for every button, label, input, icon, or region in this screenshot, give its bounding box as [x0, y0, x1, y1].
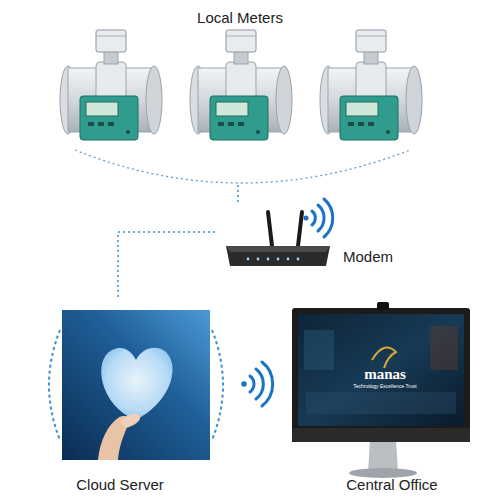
flow-meter	[60, 30, 162, 140]
monitor	[292, 302, 470, 478]
monitor-chin	[292, 428, 470, 442]
wifi-arc	[256, 369, 263, 399]
cloud-shape	[101, 348, 172, 420]
dotted-connector	[118, 232, 215, 300]
screen-tile	[430, 326, 458, 370]
node-box: Local Meters	[55, 5, 425, 185]
image-background	[62, 310, 210, 460]
node-label: Modem	[343, 248, 403, 266]
bus-arc	[75, 150, 410, 183]
modem-icon	[226, 212, 330, 266]
wifi-dot	[241, 381, 247, 387]
wifi-arc	[312, 211, 315, 225]
flow-meter	[190, 30, 292, 140]
logo-text: Technology Excellence Trust	[330, 383, 440, 390]
wifi-dot	[304, 216, 309, 221]
antenna	[298, 212, 302, 246]
led	[297, 258, 300, 261]
monitor-screen	[298, 314, 464, 426]
node-box: Cloud Server	[50, 300, 225, 498]
logo-text: manas	[340, 366, 430, 383]
finger	[120, 414, 140, 428]
node-label: Cloud Server	[50, 476, 190, 494]
node-box: Modem	[215, 205, 400, 275]
screen-tile	[306, 392, 456, 414]
logo-swoosh	[372, 348, 396, 369]
node-box: Central Office	[285, 300, 475, 498]
led	[287, 258, 290, 261]
monitor-frame	[292, 308, 470, 442]
wifi-arc	[324, 199, 333, 237]
node-label: Local Meters	[55, 9, 425, 27]
led	[267, 258, 270, 261]
wifi-arc	[318, 205, 324, 231]
wifi-symbol	[304, 199, 333, 237]
screen-tile	[304, 330, 334, 370]
wifi-arc	[262, 362, 273, 406]
dashed-arc	[49, 330, 60, 440]
led	[247, 258, 250, 261]
antenna	[268, 212, 272, 246]
monitor-stand	[368, 440, 398, 472]
modem-body	[226, 246, 330, 266]
dashed-arc	[212, 330, 223, 440]
led	[257, 258, 260, 261]
wifi-symbol	[241, 362, 272, 406]
cloud-server-image	[62, 310, 210, 460]
webcam	[377, 302, 389, 310]
led	[277, 258, 280, 261]
modem-top	[226, 246, 330, 252]
wifi-arc	[250, 376, 254, 392]
flow-meter	[320, 30, 422, 140]
dotted-connector	[237, 185, 239, 205]
node-label: Central Office	[297, 476, 487, 494]
